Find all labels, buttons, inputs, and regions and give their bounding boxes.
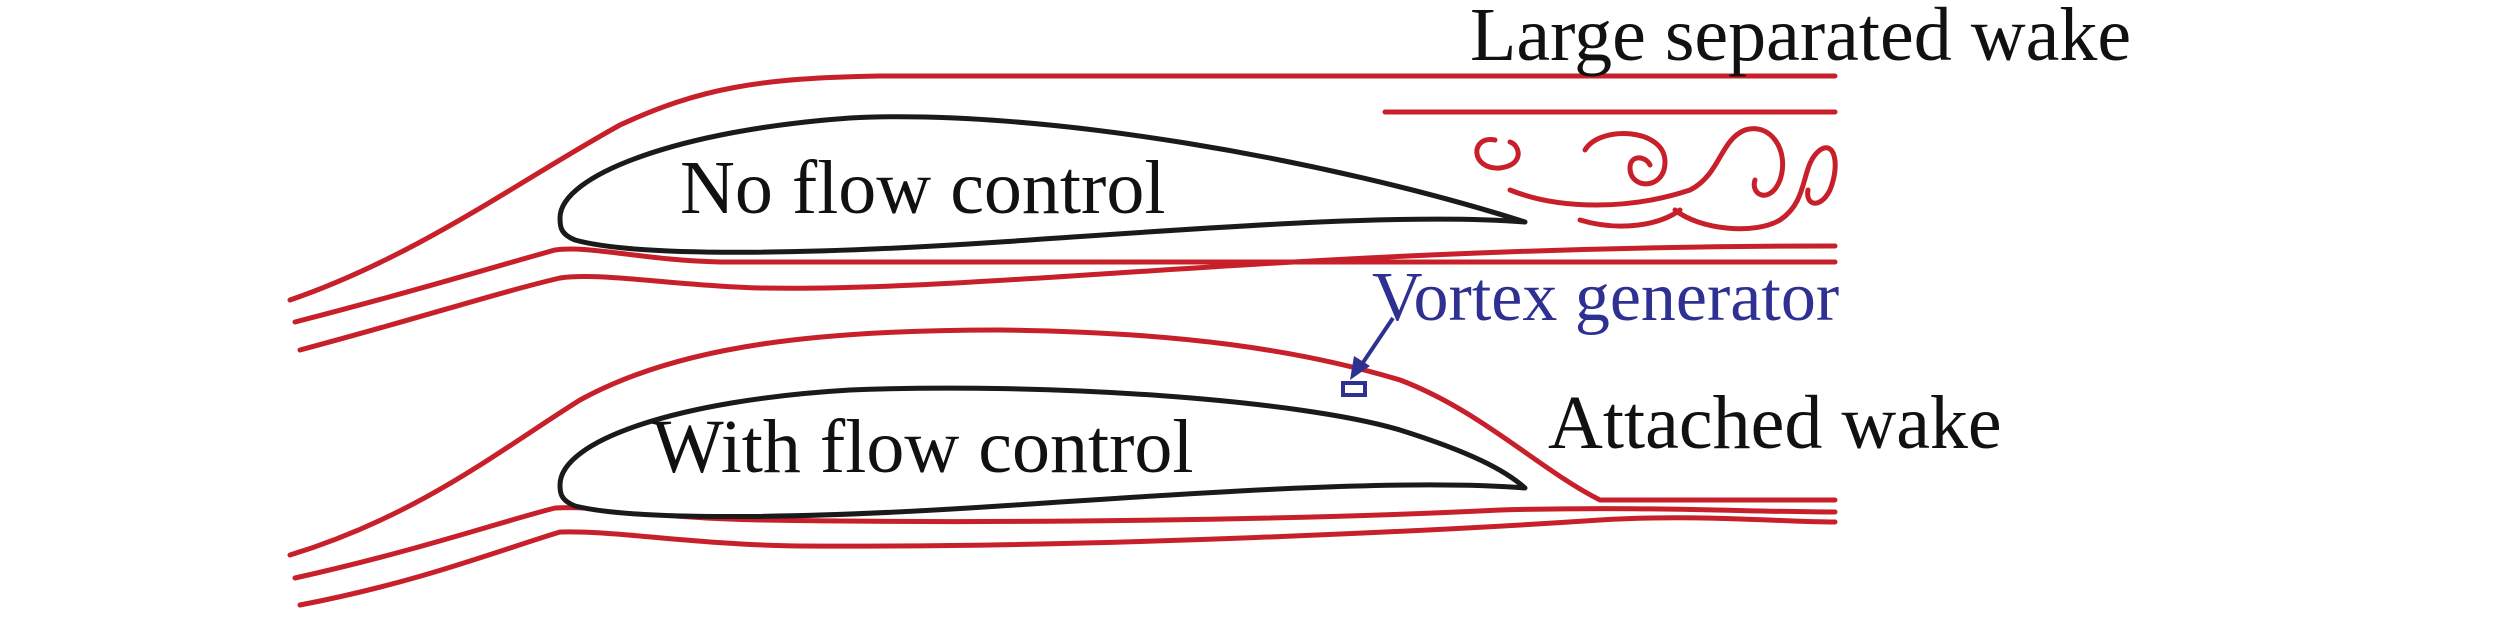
streamline-top-middle (292, 246, 1838, 325)
airfoil-with-control (557, 385, 1528, 520)
streamline-bottom-lower (297, 515, 1838, 608)
wake-vortex-3 (1507, 126, 1786, 208)
streamline-bottom-middle (292, 505, 1838, 581)
wake-vortex-4 (1672, 145, 1838, 232)
label-large-separated-wake: Large separated wake (1470, 0, 2131, 77)
streamline-bottom-upper (287, 327, 1838, 558)
label-no-flow-control: No flow control (680, 146, 1165, 230)
vortex-generator-arrow-shaft (1360, 316, 1395, 366)
vortex-generator-marker (1341, 381, 1367, 397)
vortex-generator-arrow-head (1350, 356, 1370, 380)
streamline-top-upper (287, 73, 1838, 303)
wake-vortex-1 (1474, 137, 1521, 171)
with-flow-control-panel (287, 316, 1838, 608)
streamline-top-lower (297, 243, 1838, 353)
airfoil-no-control (557, 114, 1528, 255)
wake-vortex-5 (1577, 207, 1683, 229)
label-vortex-generator: Vortex generator (1372, 259, 1839, 336)
label-attached-wake: Attached wake (1548, 381, 2002, 465)
label-with-flow-control: With flow control (652, 405, 1194, 489)
no-flow-control-panel (287, 73, 1838, 353)
wake-vortex-2 (1582, 131, 1668, 187)
